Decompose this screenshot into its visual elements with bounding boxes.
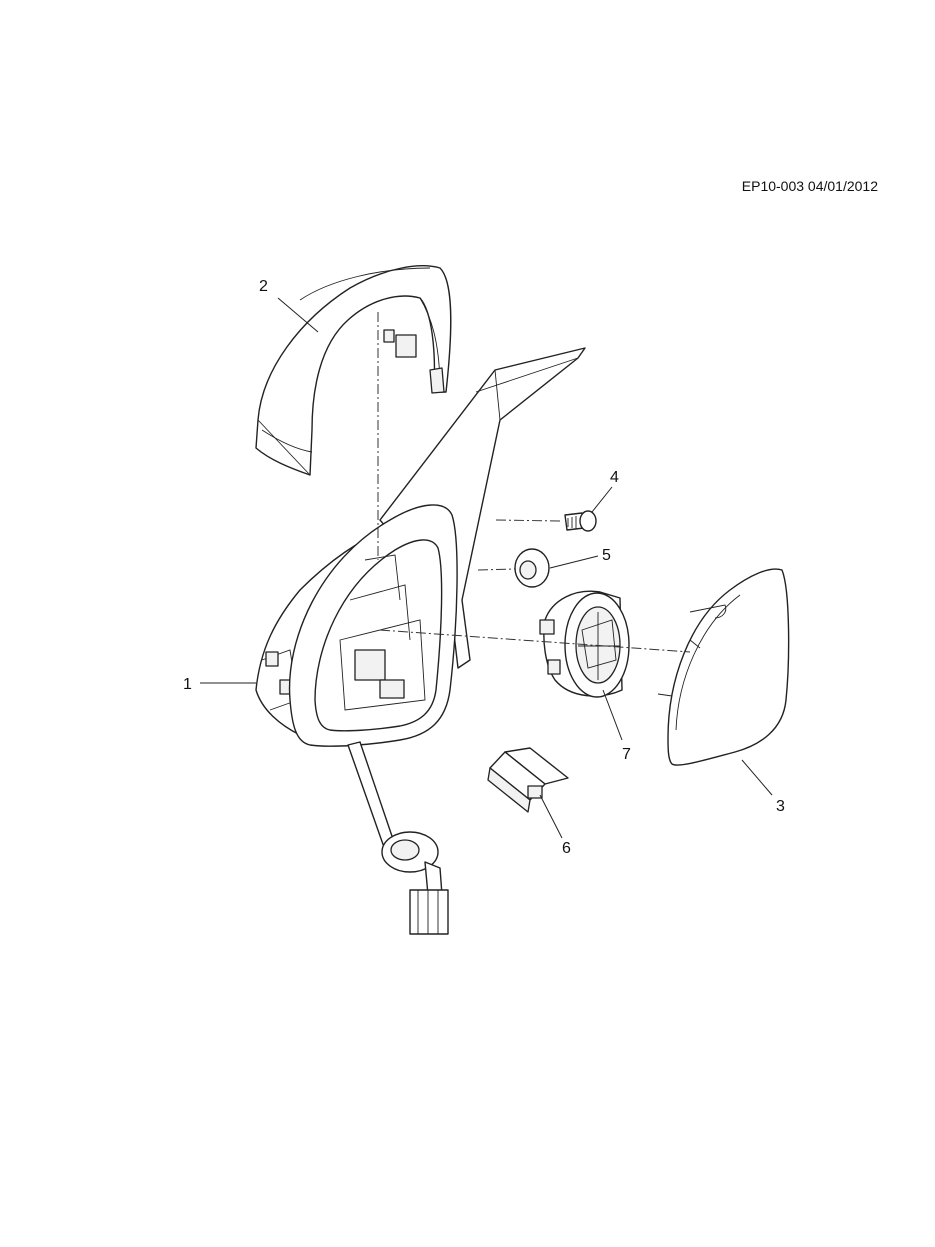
leader-lines xyxy=(200,297,773,839)
drawing-reference-code: EP10-003 04/01/2012 xyxy=(741,178,878,194)
callout-4: 4 xyxy=(610,469,619,486)
part-4-screw xyxy=(564,510,597,532)
callout-7: 7 xyxy=(622,746,631,763)
callout-6: 6 xyxy=(562,840,571,857)
callout-5: 5 xyxy=(602,547,611,564)
callout-1: 1 xyxy=(183,676,192,693)
part-7-actuator xyxy=(539,590,630,698)
part-3-mirror-glass xyxy=(657,568,790,766)
assembly-centerlines xyxy=(377,312,691,653)
part-5-grommet xyxy=(514,548,550,588)
part-1-mirror-housing xyxy=(255,347,586,935)
callout-2: 2 xyxy=(259,278,268,295)
callout-3: 3 xyxy=(776,798,785,815)
part-6-module xyxy=(487,747,569,813)
callout-labels: 1 2 3 4 5 6 7 xyxy=(183,278,785,857)
part-2-mirror-cover xyxy=(255,265,452,476)
